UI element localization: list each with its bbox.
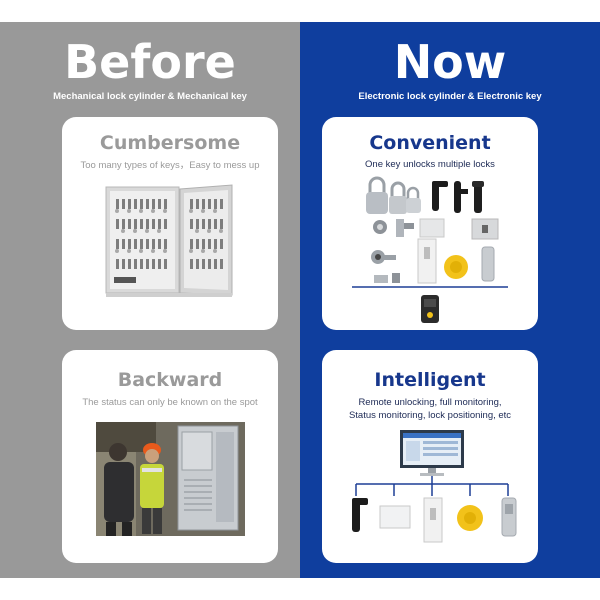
convenient-card: Convenient One key unlocks multiple lock… xyxy=(322,117,538,330)
before-subtitle: Mechanical lock cylinder & Mechanical ke… xyxy=(53,91,247,102)
key-cabinet-image xyxy=(105,184,233,297)
now-title: Now xyxy=(393,35,507,89)
cumbersome-card: Cumbersome Too many types of keys，Easy t… xyxy=(62,117,278,330)
card-title: Intelligent xyxy=(374,369,486,391)
card-description-line2: Status monitoring, lock positioning, etc xyxy=(348,410,512,421)
card-description: The status can only be known on the spot xyxy=(82,397,258,408)
card-title: Cumbersome xyxy=(99,132,241,154)
card-description-line1: Remote unlocking, full monitoring, xyxy=(358,397,502,408)
before-title: Before xyxy=(64,35,236,89)
card-description: Too many types of keys，Easy to mess up xyxy=(80,160,260,171)
workers-at-cabinet-photo xyxy=(96,422,245,536)
padlock-icon xyxy=(366,176,421,214)
intelligent-card: Intelligent Remote unlocking, full monit… xyxy=(322,350,538,563)
card-title: Convenient xyxy=(369,132,491,154)
now-subtitle: Electronic lock cylinder & Electronic ke… xyxy=(358,91,542,102)
card-title: Backward xyxy=(117,369,223,391)
card-description: One key unlocks multiple locks xyxy=(365,159,495,170)
backward-card: Backward The status can only be known on… xyxy=(62,350,278,563)
monitoring-network-image xyxy=(352,430,517,543)
lock-collection-image xyxy=(352,176,508,323)
